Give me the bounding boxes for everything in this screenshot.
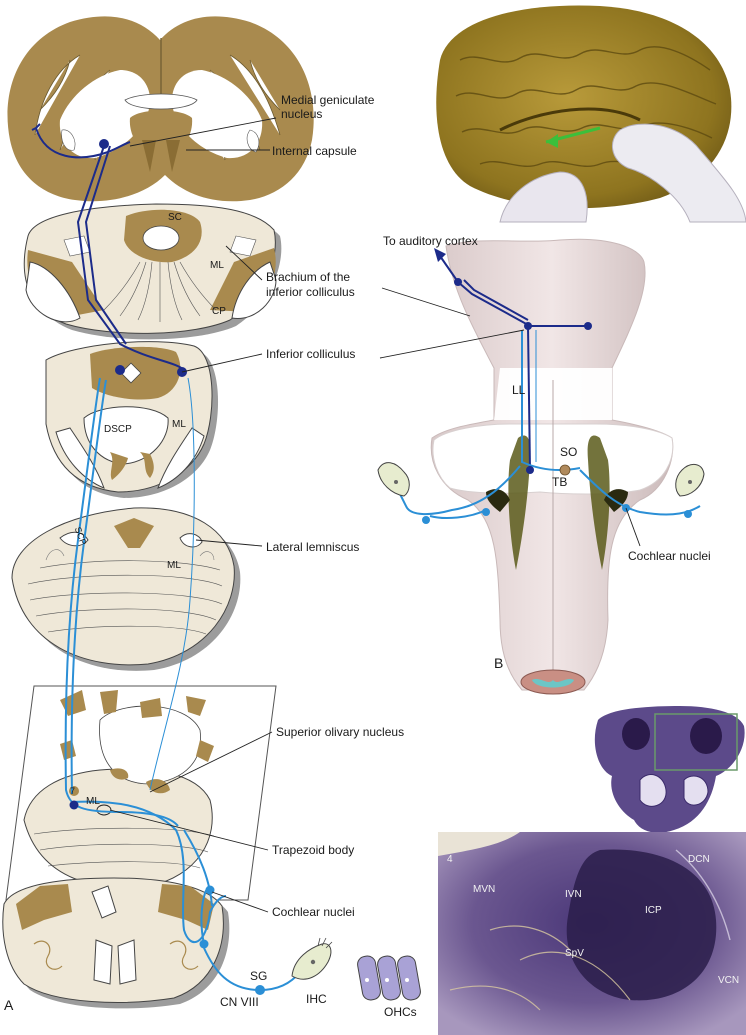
midbrain-section-sc (23, 203, 282, 340)
label-medial-geniculate-2: nucleus (281, 107, 322, 121)
label-inferior-colliculus: Inferior colliculus (266, 347, 355, 361)
label-sc: SC (168, 212, 182, 223)
label-brachium-1: Brachium of the (266, 270, 350, 284)
label-ml-2: ML (172, 419, 186, 430)
label-medial-geniculate-1: Medial geniculate (281, 93, 375, 107)
label-ivn: IVN (565, 889, 582, 900)
coronal-forebrain-section (7, 16, 314, 202)
label-four: 4 (447, 854, 453, 865)
panel-a: Medial geniculate nucleus Internal capsu… (2, 16, 421, 1019)
spiral-ganglion-neuron (255, 985, 265, 995)
lateral-lemniscus-pathway-left (64, 377, 179, 827)
label-internal-capsule: Internal capsule (272, 144, 357, 158)
brain-photo (420, 0, 746, 223)
label-lateral-lemniscus: Lateral lemniscus (266, 540, 359, 554)
label-ml-1: ML (210, 260, 224, 271)
panel-b: To auditory cortex LL SO TB Cochlear nuc… (377, 234, 711, 695)
label-superior-olivary: Superior olivary nucleus (276, 725, 404, 739)
panel-b-label: B (494, 655, 503, 671)
lateral-lemniscus-pathway-right (149, 377, 195, 791)
label-ml-3: ML (167, 560, 181, 571)
label-spv: SpV (565, 948, 584, 959)
label-so: SO (560, 445, 577, 459)
label-seven: 7 (70, 786, 75, 796)
outer-hair-cells (357, 955, 421, 1001)
pons-section-lateral-lemniscus (11, 507, 241, 671)
superior-olive-neuron (69, 800, 79, 810)
label-tb: TB (552, 475, 567, 489)
label-to-auditory-cortex: To auditory cortex (383, 234, 478, 248)
trapezoid-body-pathway (71, 800, 227, 943)
label-brachium-2: inferior colliculus (266, 285, 355, 299)
b-brachium-pathway (457, 281, 588, 327)
b-ll-pathway-light (521, 330, 581, 471)
label-cochlear-nuclei-b: Cochlear nuclei (628, 549, 711, 563)
label-cp: CP (212, 306, 226, 317)
inner-hair-cell (291, 937, 333, 980)
label-dscp: DSCP (104, 424, 132, 435)
pons-plane-superior-olive (5, 685, 277, 901)
medulla-section-cochlear-nuclei (2, 877, 230, 1009)
label-ml-4: ML (86, 796, 100, 807)
brachium-pathway (76, 145, 185, 371)
label-cn-viii: CN VIII (220, 995, 259, 1009)
label-dcn: DCN (688, 854, 710, 865)
cochlear-nucleus-ventral (199, 939, 209, 949)
label-mvn: MVN (473, 884, 495, 895)
b-tb-pathway (399, 465, 701, 516)
label-ohcs: OHCs (384, 1005, 417, 1019)
label-cochlear-nuclei-a: Cochlear nuclei (272, 905, 355, 919)
ic-neuron-left (115, 365, 125, 375)
medial-geniculate-neuron (99, 139, 109, 149)
label-ll: LL (512, 383, 526, 397)
histology-high-magnification: 4 DCN MVN IVN ICP SpV VCN (438, 832, 746, 1035)
label-vcn: VCN (718, 975, 739, 986)
panel-a-leader-lines (109, 117, 277, 913)
cochlear-nucleus-dorsal (205, 885, 215, 895)
label-ihc: IHC (306, 992, 327, 1006)
label-sg: SG (250, 969, 267, 983)
label-trapezoid-body: Trapezoid body (272, 843, 354, 857)
panel-a-label: A (4, 997, 14, 1013)
b-ll-pathway-dark (527, 325, 531, 471)
histology-low-magnification (590, 706, 746, 833)
label-icp: ICP (645, 905, 662, 916)
